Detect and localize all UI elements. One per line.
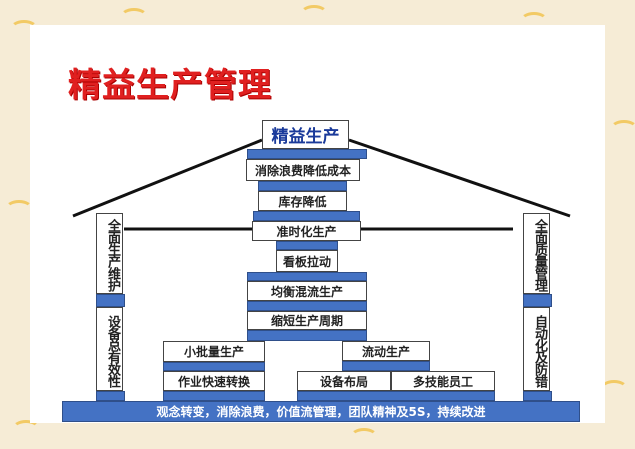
right-pillar-top: 全面质量管理 xyxy=(523,213,550,294)
blue-bar xyxy=(342,361,430,371)
multi-skill-box: 多技能员工 xyxy=(391,371,495,391)
blue-bar xyxy=(163,362,265,371)
jit-box: 准时化生产 xyxy=(252,221,361,241)
blue-bar xyxy=(163,391,265,401)
blue-bar xyxy=(96,391,125,401)
right-pillar-bottom: 自动化及防错 xyxy=(523,307,550,391)
leveling-box: 均衡混流生产 xyxy=(247,281,367,301)
roof-box: 精益生产 xyxy=(262,120,349,149)
goal-box: 消除浪费降低成本 xyxy=(246,159,360,181)
foundation-bar: 观念转变，消除浪费，价值流管理，团队精神及5S，持续改进 xyxy=(62,401,580,422)
blue-bar xyxy=(523,391,552,401)
flow-box: 流动生产 xyxy=(342,341,430,361)
left-pillar-bottom: 设备总有效性 xyxy=(96,307,123,391)
inventory-box: 库存降低 xyxy=(258,191,347,211)
quick-change-box: 作业快速转换 xyxy=(163,371,265,391)
cycle-box: 缩短生产周期 xyxy=(247,311,367,330)
page-title: 精益生产管理 xyxy=(68,65,272,104)
blue-bar xyxy=(297,391,495,401)
roof-left xyxy=(72,138,263,218)
blue-bar xyxy=(247,149,367,159)
blue-bar xyxy=(253,211,360,221)
small-batch-box: 小批量生产 xyxy=(163,341,265,362)
blue-bar xyxy=(247,330,367,341)
blue-bar xyxy=(276,241,338,250)
roof-right xyxy=(348,138,571,218)
blue-bar xyxy=(247,301,367,311)
layout-box: 设备布局 xyxy=(297,371,391,391)
blue-bar xyxy=(96,294,125,307)
left-pillar-top: 全面生产维护 xyxy=(96,213,123,294)
blue-bar xyxy=(247,272,367,281)
kanban-box: 看板拉动 xyxy=(276,250,338,272)
blue-bar xyxy=(523,294,552,307)
blue-bar xyxy=(258,181,347,191)
